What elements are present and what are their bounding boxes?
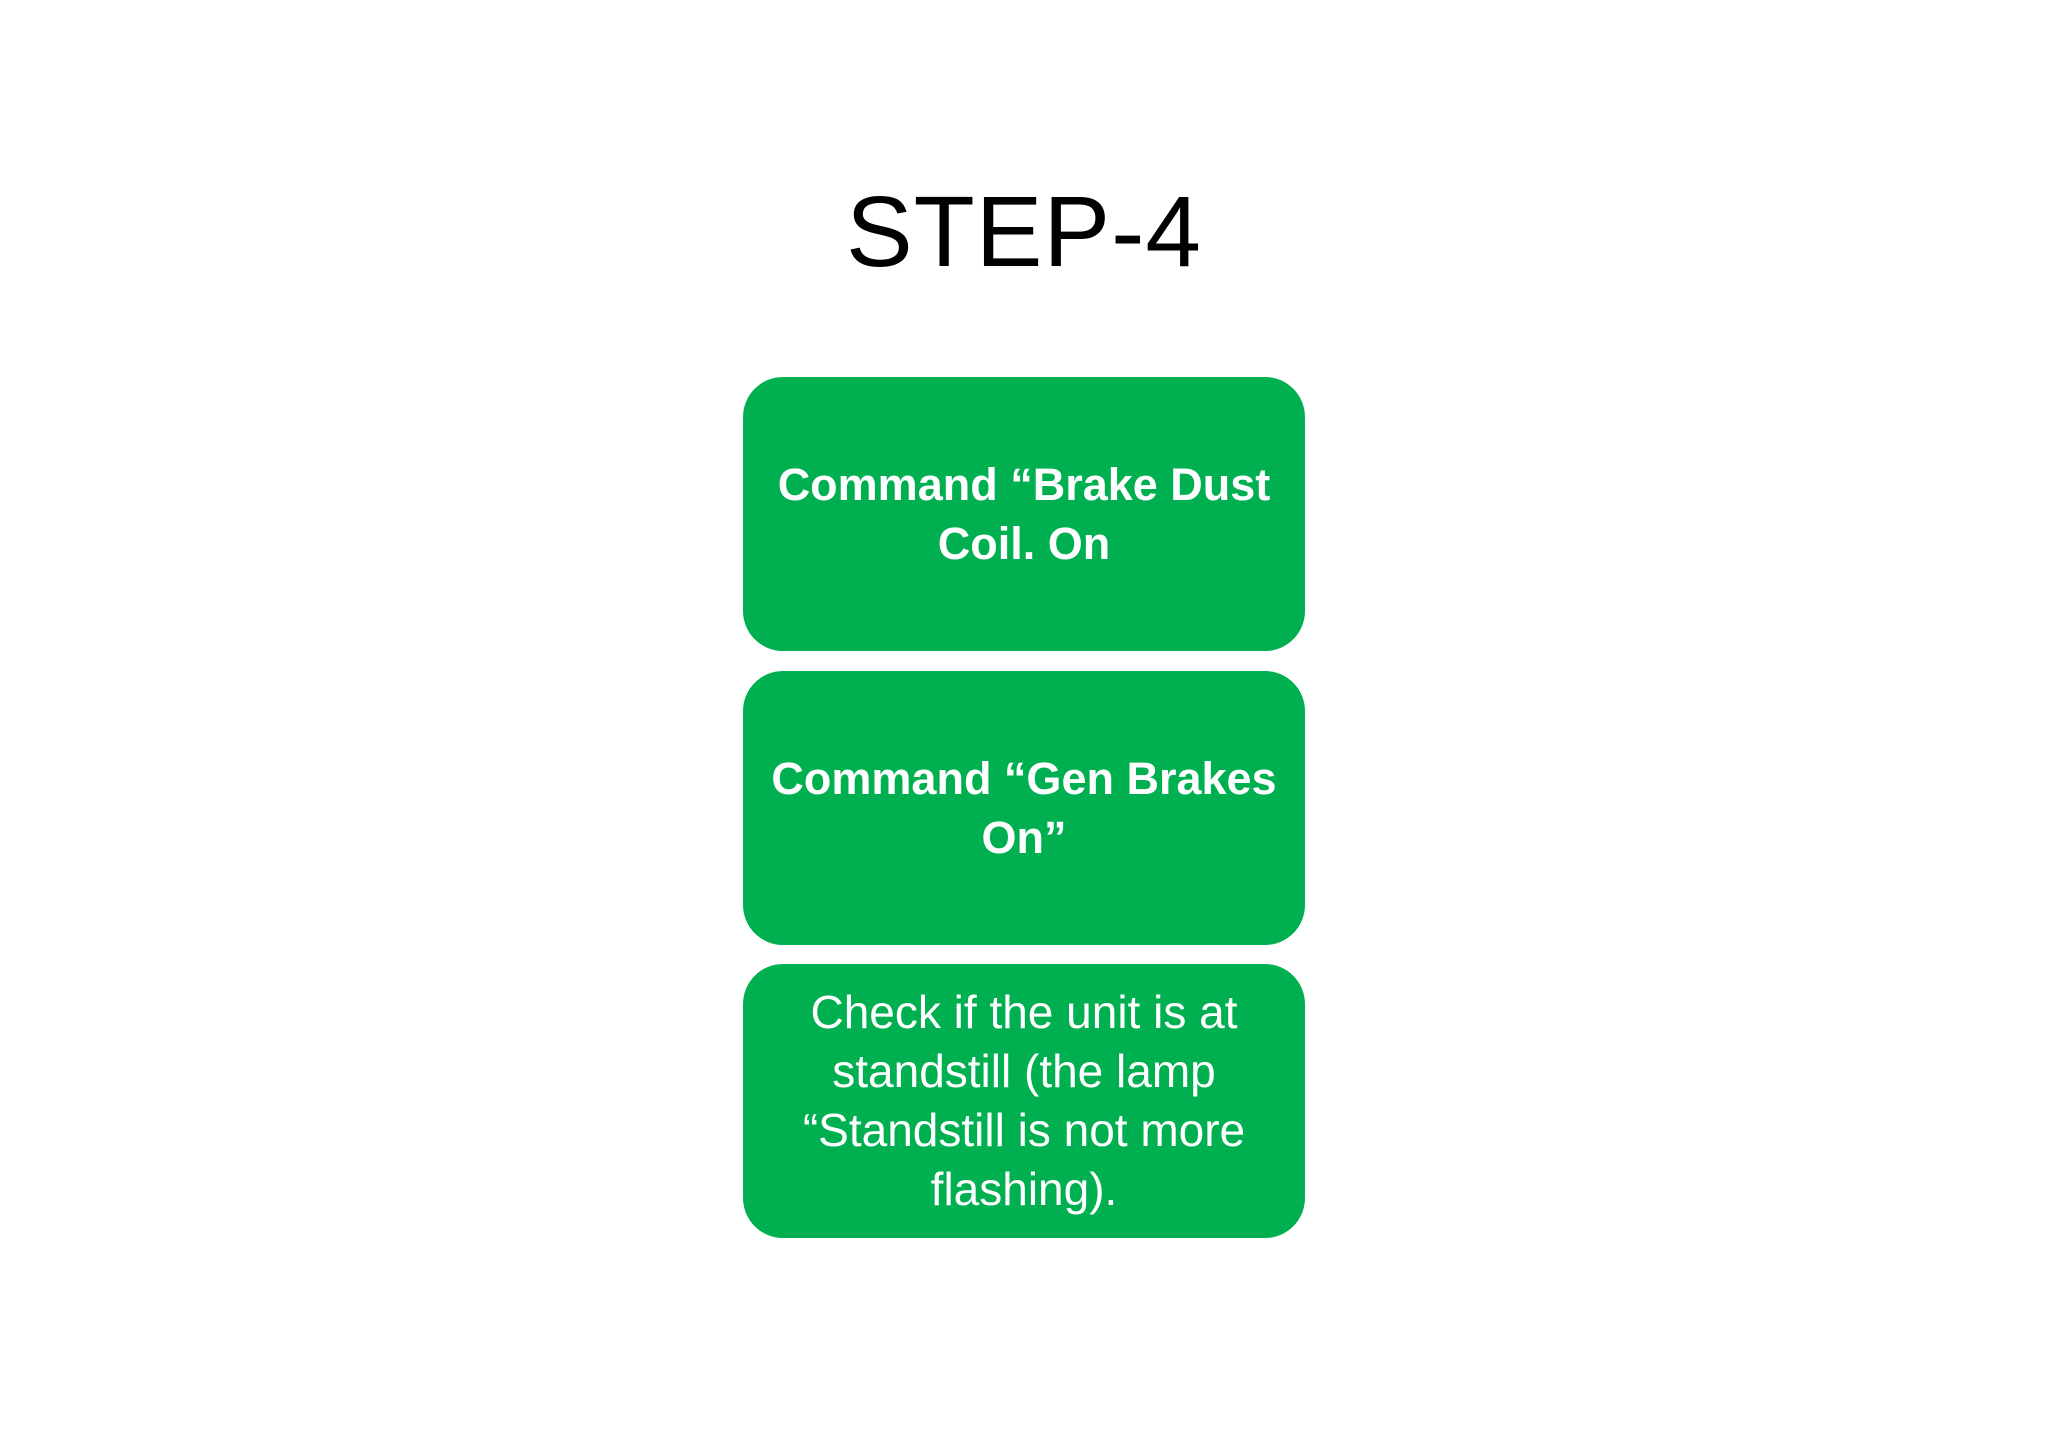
slide-title: STEP-4	[845, 176, 1203, 288]
step-box-1-text: Command “Brake Dust Coil. On	[777, 459, 1271, 569]
step-box-2: Command “Gen Brakes On”	[743, 671, 1305, 945]
step-box-3-text: Check if the unit is at standstill (the …	[802, 986, 1246, 1215]
step-box-3: Check if the unit is at standstill (the …	[743, 964, 1305, 1238]
step-box-1: Command “Brake Dust Coil. On	[743, 377, 1305, 651]
step-box-2-text: Command “Gen Brakes On”	[771, 753, 1277, 863]
